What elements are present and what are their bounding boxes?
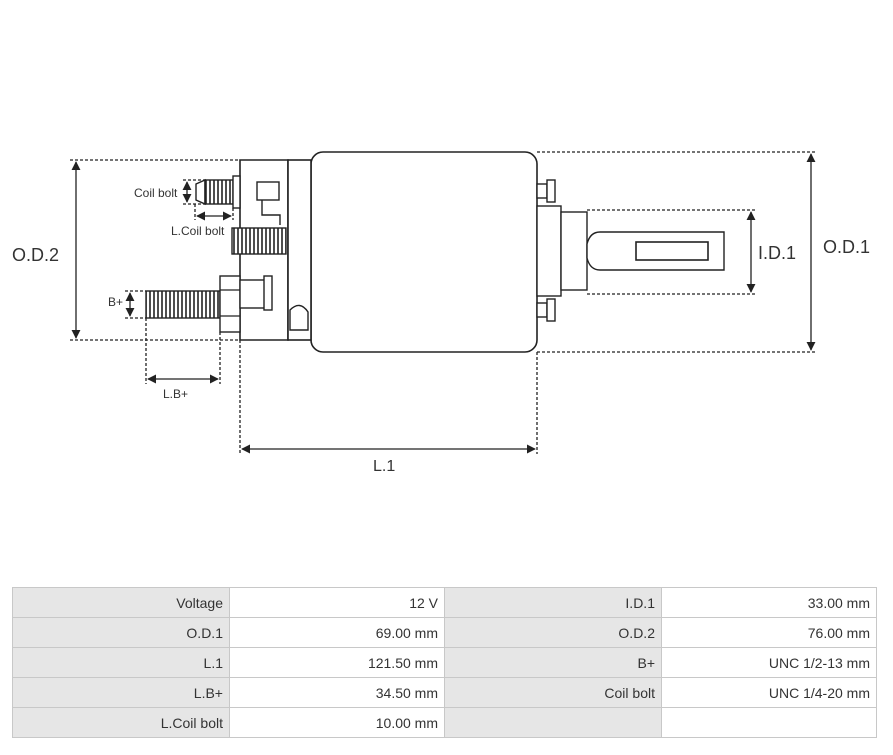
spec-label: Coil bolt xyxy=(444,677,662,708)
spec-label xyxy=(444,707,662,738)
spec-value xyxy=(661,707,877,738)
coil-bolt xyxy=(195,175,287,255)
l1-label: L.1 xyxy=(373,458,395,475)
table-row: L.1 121.50 mm B+ UNC 1/2-13 mm xyxy=(12,647,877,678)
l-coil-bolt-label: L.Coil bolt xyxy=(171,224,225,238)
spec-label: L.1 xyxy=(12,647,230,678)
l1-dimension: L.1 xyxy=(239,340,538,475)
spec-value: 33.00 mm xyxy=(661,587,877,618)
plunger xyxy=(536,205,725,297)
b-plus-terminal xyxy=(145,275,273,333)
b-plus-label: B+ xyxy=(108,295,123,309)
spec-label: Voltage xyxy=(12,587,230,618)
spec-value: 10.00 mm xyxy=(229,707,445,738)
spec-label: I.D.1 xyxy=(444,587,662,618)
spec-value: 12 V xyxy=(229,587,445,618)
od2-label: O.D.2 xyxy=(12,245,59,265)
table-row: O.D.1 69.00 mm O.D.2 76.00 mm xyxy=(12,617,877,648)
spec-label: O.D.1 xyxy=(12,617,230,648)
spec-label: O.D.2 xyxy=(444,617,662,648)
l-b-plus-dimension: L.B+ xyxy=(145,318,221,401)
id1-label: I.D.1 xyxy=(758,243,796,263)
spec-label: B+ xyxy=(444,647,662,678)
l-coil-bolt-dimension: L.Coil bolt xyxy=(171,204,234,238)
coil-bolt-dimension: Coil bolt xyxy=(134,179,205,205)
front-studs xyxy=(536,179,556,322)
l-b-plus-label: L.B+ xyxy=(163,387,188,401)
table-row: L.Coil bolt 10.00 mm xyxy=(12,707,877,738)
specifications-table: Voltage 12 V I.D.1 33.00 mm O.D.1 69.00 … xyxy=(12,587,877,738)
spec-label: L.B+ xyxy=(12,677,230,708)
spec-value: 69.00 mm xyxy=(229,617,445,648)
od2-dimension: O.D.2 xyxy=(12,159,240,341)
spec-label: L.Coil bolt xyxy=(12,707,230,738)
table-row: L.B+ 34.50 mm Coil bolt UNC 1/4-20 mm xyxy=(12,677,877,708)
spec-value: UNC 1/2-13 mm xyxy=(661,647,877,678)
spec-value: 121.50 mm xyxy=(229,647,445,678)
od1-dimension: O.D.1 xyxy=(537,151,870,353)
spec-value: 76.00 mm xyxy=(661,617,877,648)
spec-value: 34.50 mm xyxy=(229,677,445,708)
od1-label: O.D.1 xyxy=(823,237,870,257)
b-plus-dimension: B+ xyxy=(108,290,146,319)
table-row: Voltage 12 V I.D.1 33.00 mm xyxy=(12,587,877,618)
id1-dimension: I.D.1 xyxy=(587,209,796,295)
coil-bolt-label: Coil bolt xyxy=(134,186,178,200)
solenoid-diagram: O.D.2 O.D.1 I.D.1 Coil bolt L.Coil bolt … xyxy=(12,151,870,475)
spec-value: UNC 1/4-20 mm xyxy=(661,677,877,708)
